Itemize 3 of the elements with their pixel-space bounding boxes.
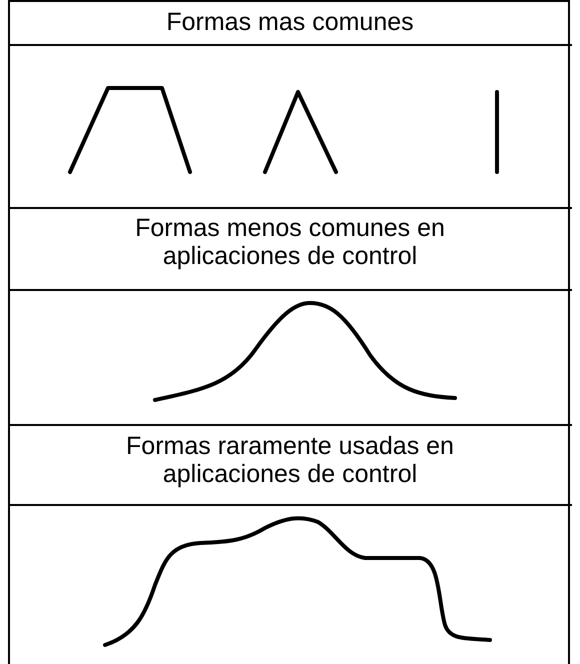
section-heading: Formas raramente usadas en aplicaciones de control bbox=[125, 432, 455, 488]
section-heading: Formas menos comunes en aplicaciones de control bbox=[134, 214, 446, 270]
section-heading: Formas mas comunes bbox=[165, 8, 415, 36]
